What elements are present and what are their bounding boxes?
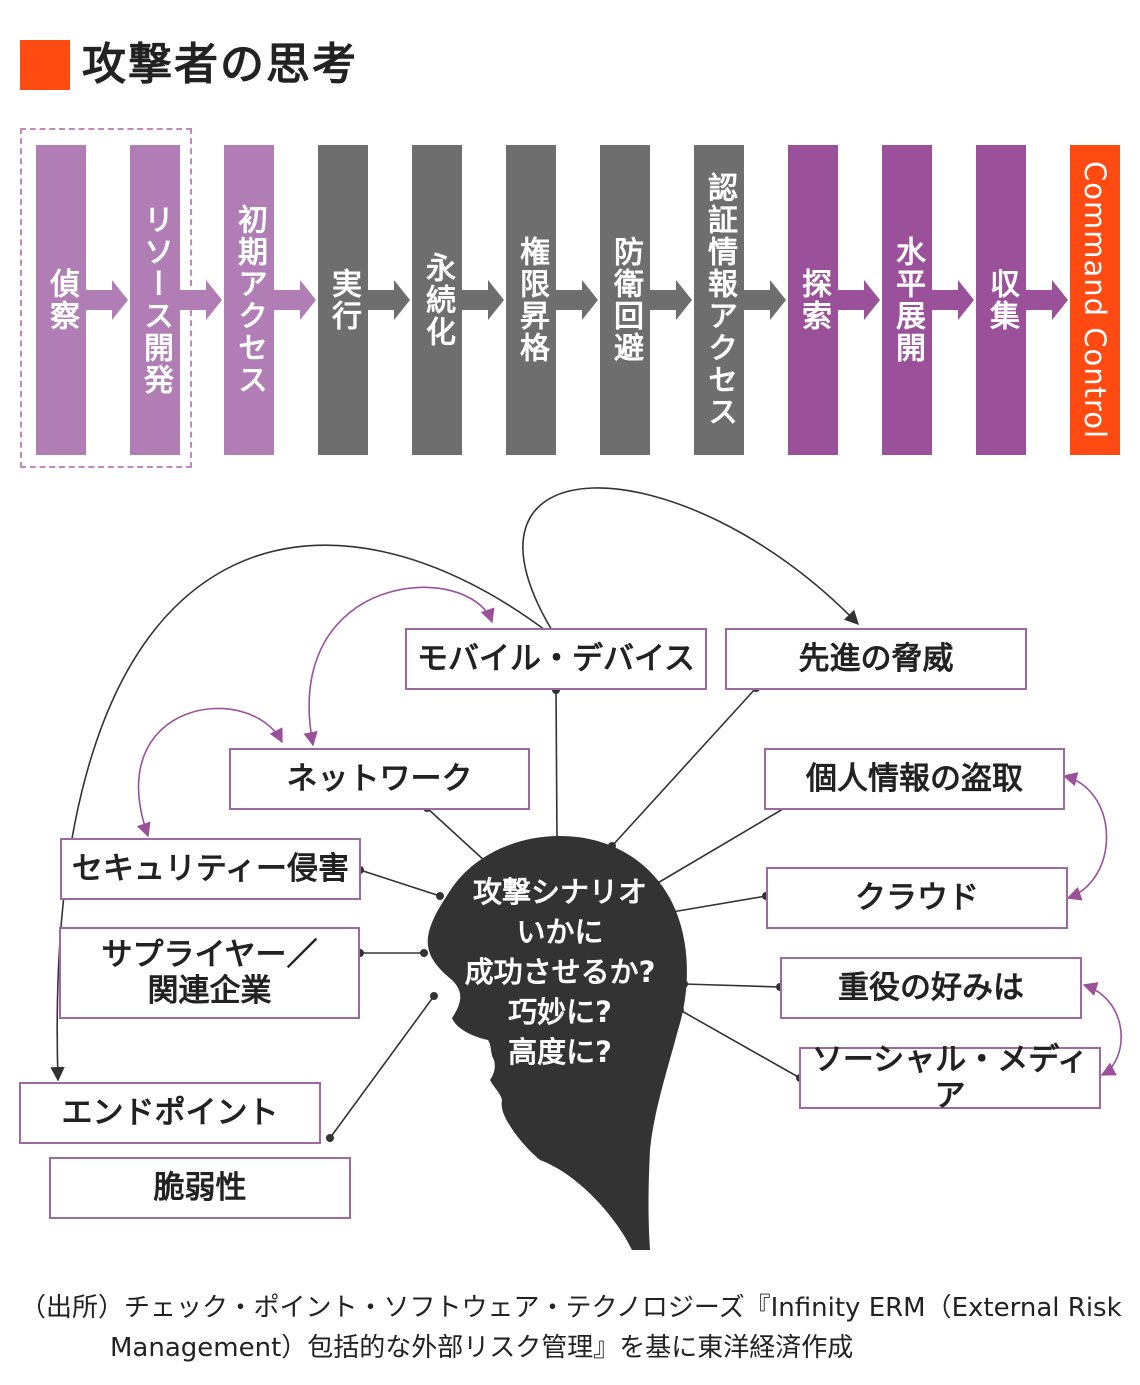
- chain-step-persistence: 永続化: [412, 145, 462, 455]
- box-endpoint: エンドポイント: [19, 1082, 321, 1144]
- box-social-media: ソーシャル・メディア: [799, 1042, 1101, 1114]
- arc-network-security: [136, 707, 283, 838]
- box-cloud: クラウド: [766, 867, 1068, 929]
- chain-step-label: 偵察: [44, 268, 79, 332]
- box-advanced-threat: 先進の脅威: [725, 628, 1027, 690]
- box-executive-preferences: 重役の好みは: [780, 957, 1082, 1019]
- chain-arrow: [86, 280, 128, 320]
- chain-step-label: リソース開発: [138, 204, 173, 396]
- box-supplier: サプライヤー／ 関連企業: [59, 927, 360, 1019]
- chain-step-initial-access: 初期アクセス: [224, 145, 274, 455]
- chain-step-label: 水平展開: [890, 236, 925, 364]
- arc-to-advanced-threat: [522, 487, 860, 641]
- chain-step-credential-access: 認証情報アクセス: [694, 145, 744, 455]
- title-accent-square: [20, 40, 70, 90]
- chain-arrow: [462, 280, 504, 320]
- connector-advanced-threat: [608, 684, 760, 850]
- chain-arrow: [274, 280, 316, 320]
- box-personal-info-theft: 個人情報の盗取: [764, 748, 1065, 810]
- chain-step-label: 収集: [984, 268, 1019, 332]
- box-mobile-device: モバイル・デバイス: [405, 628, 707, 690]
- connector-mobile: [552, 686, 561, 844]
- connector-executive: [680, 980, 784, 991]
- chain-step-collection: 収集: [976, 145, 1026, 455]
- box-security-breach: セキュリティー侵害: [60, 838, 361, 900]
- chain-step-execution: 実行: [318, 145, 368, 455]
- chain-step-label: 永続化: [420, 252, 455, 348]
- chain-step-resource-development: リソース開発: [130, 145, 180, 455]
- chain-arrow: [368, 280, 410, 320]
- head-text-line: 攻撃シナリオ: [472, 875, 647, 909]
- head-scenario-text: 攻撃シナリオ いかに 成功させるか? 巧妙に? 高度に?: [440, 872, 680, 1072]
- head-text-line: いかに: [516, 915, 604, 949]
- chain-step-label: Command Control: [1078, 160, 1112, 440]
- box-supplier-line1: サプライヤー／: [101, 937, 318, 973]
- box-vulnerability: 脆弱性: [49, 1157, 351, 1219]
- source-line-1: （出所）チェック・ポイント・ソフトウェア・テクノロジーズ『Infinity ER…: [20, 1293, 1122, 1323]
- chain-step-privilege-escalation: 権限昇格: [506, 145, 556, 455]
- chain-step-defense-evasion: 防衛回避: [600, 145, 650, 455]
- chain-arrow: [180, 280, 222, 320]
- head-silhouette: [427, 836, 687, 1250]
- chain-arrow: [744, 280, 786, 320]
- chain-step-label: 実行: [326, 268, 361, 332]
- chain-step-label: 権限昇格: [514, 236, 549, 364]
- box-network: ネットワーク: [229, 748, 530, 810]
- chain-step-recon: 偵察: [36, 145, 86, 455]
- head-text-line: 巧妙に?: [508, 995, 612, 1029]
- connector-supplier: [356, 949, 428, 957]
- connector-network: [423, 804, 490, 866]
- chain-arrow: [650, 280, 692, 320]
- source-note: （出所）チェック・ポイント・ソフトウェア・テクノロジーズ『Infinity ER…: [20, 1288, 1122, 1368]
- chain-step-lateral-movement: 水平展開: [882, 145, 932, 455]
- chain-step-label: 認証情報アクセス: [702, 172, 737, 428]
- chain-step-command-control: Command Control: [1070, 145, 1120, 455]
- head-text-line: 成功させるか?: [464, 955, 656, 989]
- source-line-2: Management）包括的な外部リスク管理』を基に東洋経済作成: [110, 1333, 854, 1363]
- chain-step-label: 探索: [796, 268, 831, 332]
- arc-mobile-network: [303, 586, 495, 747]
- page-title: 攻撃者の思考: [82, 39, 358, 90]
- connector-cloud: [668, 892, 770, 916]
- connector-security-breach: [356, 866, 444, 900]
- chain-step-label: 初期アクセス: [232, 204, 267, 396]
- arc-executive-social: [1082, 982, 1122, 1076]
- arc-personal-cloud: [1062, 772, 1108, 901]
- chain-arrow: [932, 280, 974, 320]
- head-text-line: 高度に?: [508, 1035, 612, 1069]
- chain-step-label: 防衛回避: [608, 236, 643, 364]
- chain-step-discovery: 探索: [788, 145, 838, 455]
- chain-arrow: [556, 280, 598, 320]
- connector-vulnerability: [326, 992, 438, 1142]
- box-supplier-line2: 関連企業: [147, 973, 272, 1009]
- chain-arrow: [1026, 280, 1068, 320]
- chain-arrow: [838, 280, 880, 320]
